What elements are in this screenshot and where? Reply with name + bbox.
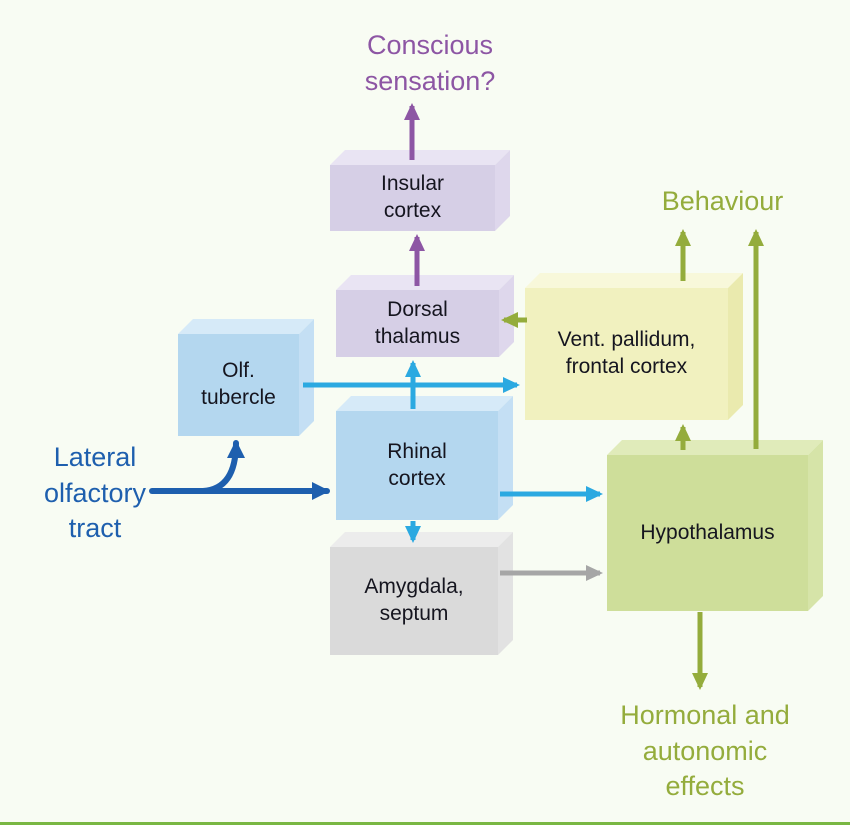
node-insular-cortex: Insular cortex	[330, 165, 495, 231]
label-lateral-olfactory-tract: Lateral olfactory tract	[43, 442, 147, 544]
node-hypothalamus: Hypothalamus	[607, 455, 808, 611]
arrow-lateral-olfactory-tract-to-olf-tubercle	[200, 440, 245, 494]
label-hormonal-autonomic-effects: Hormonal and autonomic effects	[620, 700, 790, 802]
label-conscious-sensation: Conscious sensation?	[364, 30, 496, 96]
node-dorsal-thalamus: Dorsal thalamus	[336, 290, 499, 357]
label-behaviour: Behaviour	[661, 186, 784, 216]
node-rhinal-cortex: Rhinal cortex	[336, 411, 498, 520]
node-amygdala-septum: Amygdala, septum	[330, 547, 498, 655]
node-vent-pallidum-frontal-cortex: Vent. pallidum, frontal cortex	[525, 288, 728, 420]
node-olf-tubercle: Olf. tubercle	[178, 334, 299, 436]
